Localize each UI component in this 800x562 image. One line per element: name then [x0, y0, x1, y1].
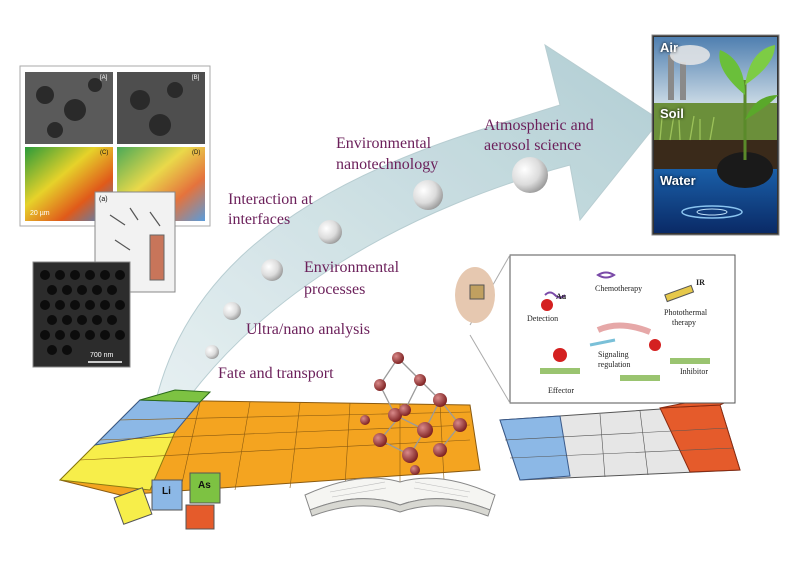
tile-li: Li	[162, 486, 171, 497]
stage-dot-fate	[205, 345, 219, 359]
label-atmos-1: Atmospheric and	[484, 117, 594, 134]
micrograph-scale-2: 700 nm	[90, 352, 114, 359]
label-nanotech-2: nanotechnology	[336, 156, 439, 173]
panel-label-air: Air	[660, 40, 679, 55]
label-ultra: Ultra/nano analysis	[246, 321, 370, 338]
element-tiles	[113, 472, 221, 530]
stage-dot-atmos	[512, 157, 548, 193]
bio-effector: Effector	[548, 386, 575, 395]
bio-panel	[455, 254, 736, 404]
stage-dot-ultra	[223, 302, 241, 320]
label-nanotech-1: Environmental	[336, 135, 432, 152]
environment-panels	[651, 34, 780, 236]
label-fate: Fate and transport	[218, 365, 334, 382]
bio-signaling-1: Signaling	[598, 350, 629, 359]
micrograph-collage	[19, 65, 211, 368]
label-interfaces-2: interfaces	[228, 211, 291, 228]
label-interfaces-1: Interaction at	[228, 191, 313, 208]
bio-au: Au	[556, 292, 567, 301]
crystal-atoms	[360, 352, 467, 475]
book	[304, 477, 496, 517]
bio-detection: Detection	[527, 314, 559, 323]
micrograph-inset-label: (a)	[99, 196, 108, 203]
label-atmos-2: aerosol science	[484, 137, 582, 154]
bio-photothermal-2: therapy	[672, 318, 696, 327]
bio-ir: IR	[696, 278, 705, 287]
tile-as: As	[198, 480, 211, 491]
periodic-table	[58, 389, 741, 496]
label-processes-2: processes	[304, 281, 366, 298]
stage-dot-nanotech	[413, 180, 443, 210]
stage-dot-interfaces	[318, 220, 342, 244]
micrograph-scale: 20 µm	[30, 210, 50, 217]
micrograph-label-c: (C)	[100, 150, 109, 156]
stage-dot-processes	[261, 259, 283, 281]
label-processes-1: Environmental	[304, 259, 400, 276]
bio-chemo: Chemotherapy	[595, 284, 643, 293]
micrograph-label-d: (D)	[192, 150, 201, 156]
bio-photothermal-1: Photothermal	[664, 308, 708, 317]
micrograph-label-b: [B]	[192, 75, 200, 81]
panel-label-water: Water	[660, 173, 696, 188]
bio-signaling-2: regulation	[598, 360, 631, 369]
bio-inhibitor: Inhibitor	[680, 367, 708, 376]
micrograph-label-a: [A]	[100, 75, 108, 81]
panel-label-soil: Soil	[660, 106, 684, 121]
